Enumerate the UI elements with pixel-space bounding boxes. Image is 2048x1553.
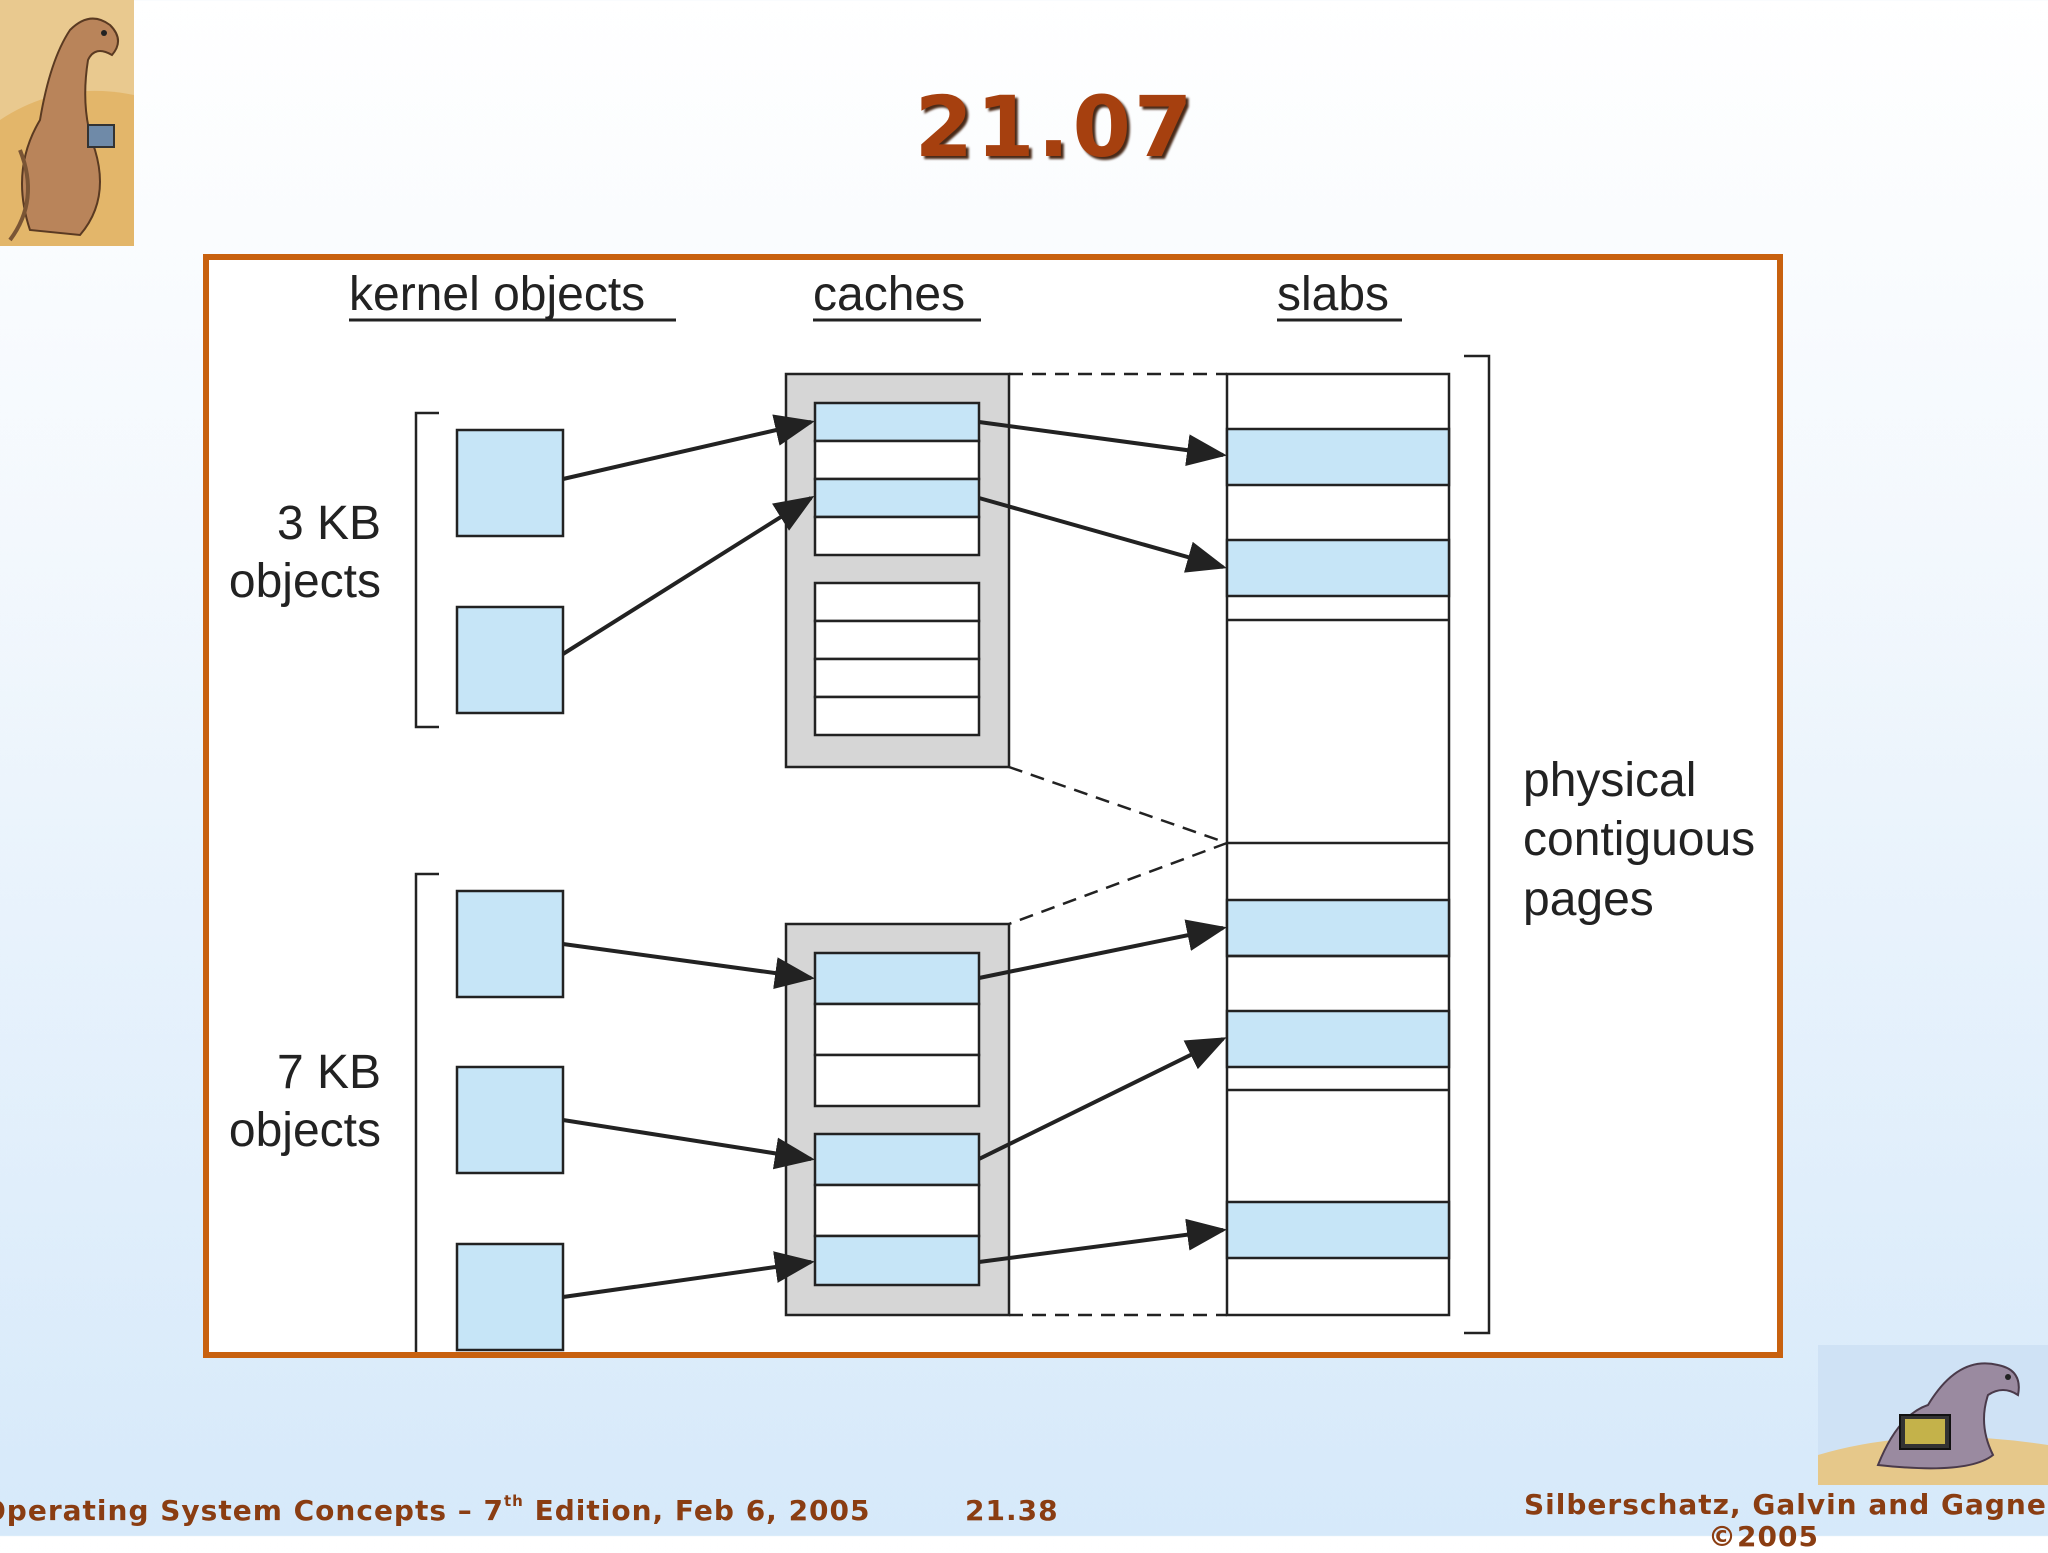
caches-header: caches xyxy=(813,268,965,321)
arrow-obj1-cache xyxy=(562,414,815,481)
side-label-line1: physical xyxy=(1523,754,1696,807)
kernel-object-7kb-3 xyxy=(455,1242,565,1352)
column-headers: kernel objects caches slabs xyxy=(349,268,1402,322)
pages-bracket xyxy=(1464,354,1491,1335)
group-labels: 3 KB objects 7 KB objects xyxy=(229,497,381,1157)
kernel-object-3kb-1 xyxy=(455,428,565,538)
bracket-7kb xyxy=(414,872,439,1352)
physical-pages-label: physical contiguous pages xyxy=(1523,754,1755,926)
kernel-object-3kb-2 xyxy=(455,605,565,715)
kernel-objects-header: kernel objects xyxy=(349,268,645,321)
footer-authors: Silberschatz, Galvin and Gagne xyxy=(1524,1488,2047,1521)
arrow-cache-slab3 xyxy=(978,919,1227,980)
slab-allocator-diagram: kernel objects caches slabs 3 KB objects… xyxy=(203,254,1783,1358)
bracket-3kb xyxy=(414,411,439,729)
side-label-line3: pages xyxy=(1523,873,1654,926)
slide-title: 21.07 xyxy=(914,78,1196,176)
arrow-cache-slab2 xyxy=(978,496,1227,573)
arrow-cache-slab5 xyxy=(978,1218,1227,1264)
footer-edition: Edition, Feb 6, 2005 xyxy=(523,1494,871,1527)
arrow-obj2-cache xyxy=(561,495,815,656)
footer-copyright: ©2005 xyxy=(1708,1520,1819,1553)
cache-7kb xyxy=(784,922,1011,1317)
kernel-object-7kb-2 xyxy=(455,1065,565,1175)
footer-book: Operating System Concepts – 7 xyxy=(0,1494,505,1527)
arrow-obj5-cache xyxy=(562,1251,815,1299)
group-3kb-objects: objects xyxy=(229,555,381,608)
slabs-header: slabs xyxy=(1277,268,1389,321)
footer-book-title: Operating System Concepts – 7th Edition,… xyxy=(0,1492,871,1527)
arrow-obj4-cache xyxy=(562,1118,815,1170)
arrow-cache-slab1 xyxy=(978,420,1227,467)
dinosaur-logo-top-left xyxy=(0,0,134,246)
footer-page-number: 21.38 xyxy=(965,1494,1059,1527)
group-7kb-objects: objects xyxy=(229,1104,381,1157)
side-label-line2: contiguous xyxy=(1523,813,1755,866)
slabs-column xyxy=(1225,372,1451,1317)
arrow-cache-slab4 xyxy=(978,1037,1227,1161)
dinosaur-laptop-logo xyxy=(1818,1345,2048,1485)
arrow-obj3-cache xyxy=(562,942,815,989)
cache-3kb xyxy=(784,372,1011,769)
group-7kb-size: 7 KB xyxy=(277,1046,381,1099)
footer-superscript: th xyxy=(504,1492,524,1510)
kernel-object-7kb-1 xyxy=(455,889,565,999)
group-3kb-size: 3 KB xyxy=(277,497,381,550)
